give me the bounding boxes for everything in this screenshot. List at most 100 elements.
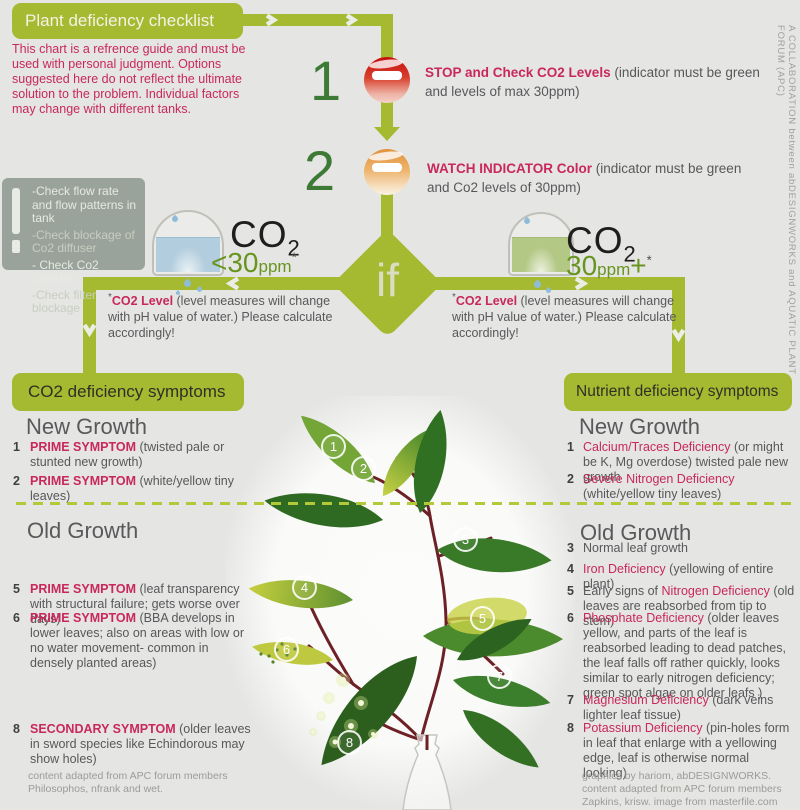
asterisk: * (452, 292, 456, 303)
list-item: 2 PRIME SYMPTOM (white/yellow tiny leave… (13, 474, 255, 504)
item-label: Nitrogen Deficiency (661, 584, 770, 598)
item-number: 1 (13, 440, 20, 454)
item-number: 4 (567, 562, 574, 576)
drop-checker-blue-icon (152, 210, 224, 276)
checklist-item: -Check blockage of Co2 diffuser (32, 227, 135, 255)
glass-vase-icon (402, 734, 452, 810)
list-item: 8 Potassium Deficiency (pin-holes form i… (567, 721, 795, 781)
item-label: PRIME SYMPTOM (30, 582, 137, 596)
plant-marker: 3 (453, 527, 478, 552)
drop-checker-glass (152, 210, 224, 276)
step-2-label: WATCH INDICATOR Color (427, 161, 592, 176)
level-value: <30 (211, 247, 259, 278)
section-header-co2: CO2 deficiency symptoms (12, 373, 244, 411)
item-number: 3 (567, 541, 574, 555)
stop-indicator-icon (364, 57, 410, 103)
item-desc: (older leaves in sword species like Echi… (30, 722, 251, 766)
item-desc: (leaf transparency with structural failu… (30, 582, 240, 626)
list-item: 5 PRIME SYMPTOM (leaf transparency with … (13, 582, 255, 627)
co2-label-left: CO2 (230, 214, 301, 261)
page-title-text: Plant deficiency checklist (25, 11, 214, 30)
plus-sign: + (630, 250, 647, 281)
asterisk: * (646, 252, 652, 268)
list-item: 8 SECONDARY SYMPTOM (older leaves in swo… (13, 722, 255, 767)
co2-subscript: 2 (287, 235, 301, 261)
new-growth-heading-right: New Growth (579, 414, 701, 439)
footnote-text: (level measures will change with pH valu… (108, 294, 333, 341)
credit-left: content adapted from APC forum members P… (28, 770, 228, 795)
old-growth-heading-left: Old Growth (27, 518, 139, 543)
step-2-desc: (indicator must be green and Co2 levels … (427, 161, 742, 195)
growth-divider-dashed-line (16, 502, 792, 505)
plant-marker: 7 (487, 664, 512, 689)
plant-marker: 8 (337, 730, 362, 755)
checklist-item: - Check Co2 canister (32, 257, 99, 285)
item-number: 5 (567, 584, 574, 598)
section-header-text: CO2 deficiency symptoms (28, 382, 226, 401)
item-label: PRIME SYMPTOM (30, 611, 137, 625)
item-number: 2 (13, 474, 20, 488)
asterisk: * (291, 249, 297, 265)
sidebar-credit: A COLLABORATION between abDESIGNWORKS an… (775, 25, 797, 375)
plant-image (225, 396, 575, 810)
item-label: Phosphate Deficiency (583, 611, 704, 625)
item-number: 5 (13, 582, 20, 596)
item-desc: (BBA develops in lower leaves; also on a… (30, 611, 244, 670)
list-item: 2 Severe Nitrogen Deficiency (white/yell… (567, 472, 795, 502)
step-1-desc: (indicator must be green and levels of m… (425, 65, 760, 99)
checklist-warning-box: -Check flow rate and flow patterns in ta… (2, 178, 145, 315)
item-number: 1 (567, 440, 574, 454)
new-growth-heading-left: New Growth (26, 414, 148, 439)
credit-right: graphics by hariom, abDESIGNWORKS. conte… (582, 770, 782, 808)
co2-level-right: 30ppm+* (566, 250, 652, 282)
item-label: Severe Nitrogen Deficiency (583, 472, 735, 486)
checklist-item: -Check flow rate and flow patterns in ta… (32, 184, 137, 225)
step-1-number: 1 (310, 49, 342, 112)
item-desc: (old leaves are reabsorbed from tip to s… (583, 584, 795, 628)
list-item: 6 PRIME SYMPTOM (BBA develops in lower l… (13, 611, 255, 671)
co2-subscript: 2 (623, 241, 637, 267)
plant-marker: 6 (274, 637, 299, 662)
item-number: 8 (13, 722, 20, 736)
item-number: 6 (13, 611, 20, 625)
level-unit: ppm (597, 260, 631, 279)
plant-marker: 4 (292, 575, 317, 600)
item-label: Potassium Deficiency (583, 721, 703, 735)
item-desc: (white/yellow tiny leaves) (30, 474, 234, 503)
list-item: 6 Phosphate Deficiency (older leaves yel… (567, 611, 795, 701)
step-1-label: STOP and Check CO2 Levels (425, 65, 611, 80)
list-item: 1 PRIME SYMPTOM (twisted pale or stunted… (13, 440, 255, 470)
drop-checker-liquid (512, 237, 570, 272)
list-item: 3 Normal leaf growth (567, 541, 795, 556)
page-title: Plant deficiency checklist (12, 3, 243, 39)
item-label: Iron Deficiency (583, 562, 666, 576)
item-label: PRIME SYMPTOM (30, 474, 137, 488)
co2-text: CO (230, 214, 288, 255)
list-item: 5 Early signs of Nitrogen Deficiency (ol… (567, 584, 795, 629)
asterisk: * (108, 292, 112, 303)
item-desc: (pin-holes form in leaf that enlarge wit… (583, 721, 790, 780)
item-text: Normal leaf growth (583, 541, 688, 555)
exclamation-icon-dot (12, 240, 20, 253)
drop-checker-liquid (156, 237, 220, 272)
watch-indicator-icon (364, 149, 410, 195)
level-value: 30 (566, 250, 598, 281)
list-item: 1 Calcium/Traces Deficiency (or might be… (567, 440, 795, 485)
co2-label-right: CO2 (566, 220, 637, 267)
section-header-nutrient: Nutrient deficiency symptoms (564, 373, 792, 411)
item-label: SECONDARY SYMPTOM (30, 722, 176, 736)
level-unit: ppm (258, 257, 292, 276)
plant-marker: 2 (351, 456, 376, 481)
item-desc: (twisted pale or stunted new growth) (30, 440, 225, 469)
item-number: 6 (567, 611, 574, 625)
old-growth-heading-right: Old Growth (580, 520, 692, 545)
list-item: 7 Magnesium Deficiency (dark veins light… (567, 693, 795, 723)
footnote-text: (level measures will change with pH valu… (452, 294, 677, 341)
step-2-number: 2 (304, 139, 336, 202)
section-header-text: Nutrient deficiency symptoms (576, 383, 779, 400)
item-desc: (white/yellow tiny leaves) (583, 487, 722, 501)
item-number: 7 (567, 693, 574, 707)
item-desc: (yellowing of entire plant) (583, 562, 774, 591)
drop-checker-green-icon (508, 212, 574, 276)
